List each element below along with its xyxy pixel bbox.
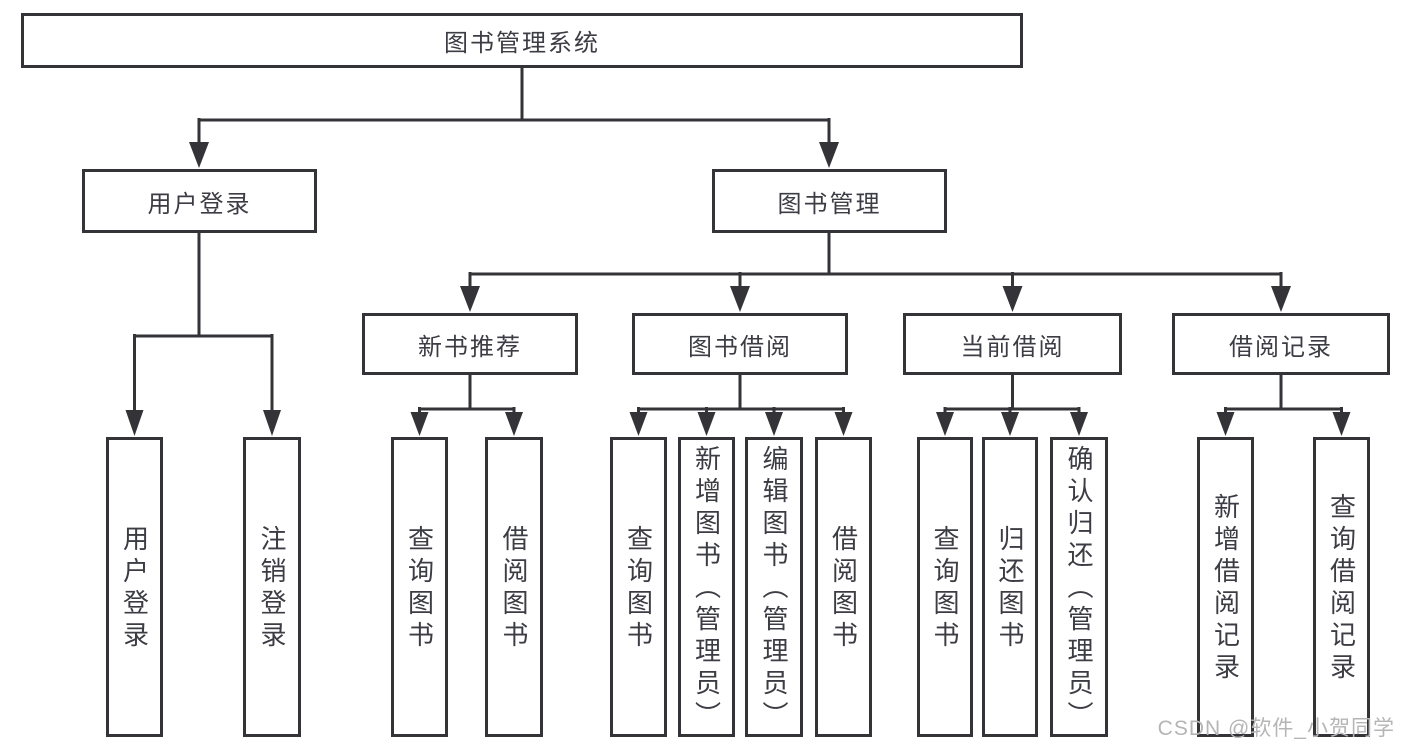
leaf-borrow-books-borrowing: 借阅图书 xyxy=(815,437,872,737)
node-new-book-recommendation: 新书推荐 xyxy=(362,313,578,375)
node-book-management: 图书管理 xyxy=(712,169,947,233)
leaf-add-books-admin: 新增图书（管理员） xyxy=(678,437,735,737)
leaf-edit-books-admin: 编辑图书（管理员） xyxy=(745,437,803,737)
leaf-query-borrow-record: 查询借阅记录 xyxy=(1313,437,1370,737)
connector-book-mgmt-to-level3 xyxy=(460,233,1291,312)
leaf-query-books-current: 查询图书 xyxy=(917,437,973,737)
connector-root-to-level2 xyxy=(189,68,839,168)
connector-borrow-records-to-leaves xyxy=(1216,375,1351,436)
connector-current-borrow-to-leaves xyxy=(936,375,1088,436)
csdn-watermark: CSDN @软件_小贺同学 xyxy=(1157,717,1395,740)
leaf-confirm-return-admin: 确认归还（管理员） xyxy=(1050,437,1108,737)
node-user-login: 用户登录 xyxy=(82,169,317,233)
connector-new-book-rec-to-leaves xyxy=(410,375,523,436)
leaf-query-books-borrowing: 查询图书 xyxy=(610,437,667,737)
leaf-add-borrow-record: 新增借阅记录 xyxy=(1197,437,1254,737)
connector-user-login-to-leaves xyxy=(125,233,281,436)
connector-book-borrow-to-leaves xyxy=(629,375,853,436)
node-book-borrowing: 图书借阅 xyxy=(632,313,848,375)
node-root-library-management-system: 图书管理系统 xyxy=(21,13,1023,68)
leaf-return-books: 归还图书 xyxy=(982,437,1038,737)
leaf-user-login: 用户登录 xyxy=(106,437,163,737)
leaf-query-books-recommendation: 查询图书 xyxy=(391,437,448,737)
leaf-borrow-books-recommendation: 借阅图书 xyxy=(485,437,543,737)
node-current-borrowing: 当前借阅 xyxy=(903,313,1122,375)
leaf-logout: 注销登录 xyxy=(243,437,301,737)
node-borrowing-records: 借阅记录 xyxy=(1172,313,1390,375)
